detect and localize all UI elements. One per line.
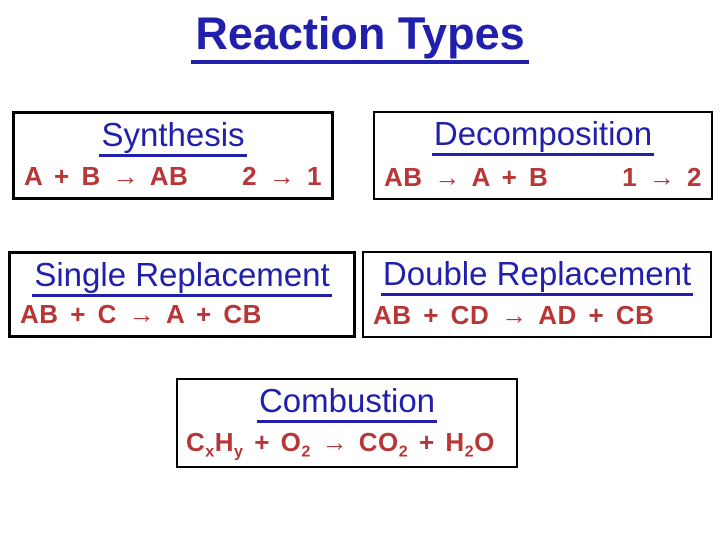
single-replacement-equation-row: AB + C → A + CB	[20, 299, 344, 330]
double-replacement-title-text: Double Replacement	[380, 255, 694, 296]
page-title-text: Reaction Types	[191, 9, 529, 64]
combustion-title-text: Combustion	[256, 382, 438, 423]
synthesis-equation-row: A + B → AB 2 → 1	[24, 161, 322, 192]
combustion-box: Combustion CxHy + O2 → CO2 + H2O	[176, 378, 518, 468]
single-replacement-title: Single Replacement	[11, 256, 353, 297]
synthesis-title-text: Synthesis	[99, 116, 247, 157]
decomposition-title-text: Decomposition	[431, 115, 655, 156]
double-replacement-equation-row: AB + CD → AD + CB	[373, 300, 701, 331]
decomposition-title: Decomposition	[375, 115, 711, 156]
synthesis-title: Synthesis	[15, 116, 331, 157]
synthesis-box: Synthesis A + B → AB 2 → 1	[12, 111, 334, 200]
single-replacement-box: Single Replacement AB + C → A + CB	[8, 251, 356, 338]
synthesis-ratio: 2 → 1	[242, 161, 322, 191]
single-replacement-title-text: Single Replacement	[32, 256, 332, 297]
decomposition-equation: AB → A + B	[384, 162, 549, 192]
double-replacement-title: Double Replacement	[364, 255, 710, 296]
page-title: Reaction Types	[0, 9, 720, 64]
decomposition-ratio: 1 → 2	[622, 162, 702, 192]
double-replacement-box: Double Replacement AB + CD → AD + CB	[362, 251, 712, 338]
combustion-formula: CxHy + O2 → CO2 + H2O	[186, 427, 495, 461]
decomposition-box: Decomposition AB → A + B 1 → 2	[373, 111, 713, 200]
single-replacement-equation: AB + C → A + CB	[20, 299, 262, 329]
double-replacement-equation: AB + CD → AD + CB	[373, 300, 655, 330]
decomposition-equation-row: AB → A + B 1 → 2	[384, 162, 702, 193]
synthesis-equation: A + B → AB	[24, 161, 189, 191]
combustion-title: Combustion	[178, 382, 516, 423]
